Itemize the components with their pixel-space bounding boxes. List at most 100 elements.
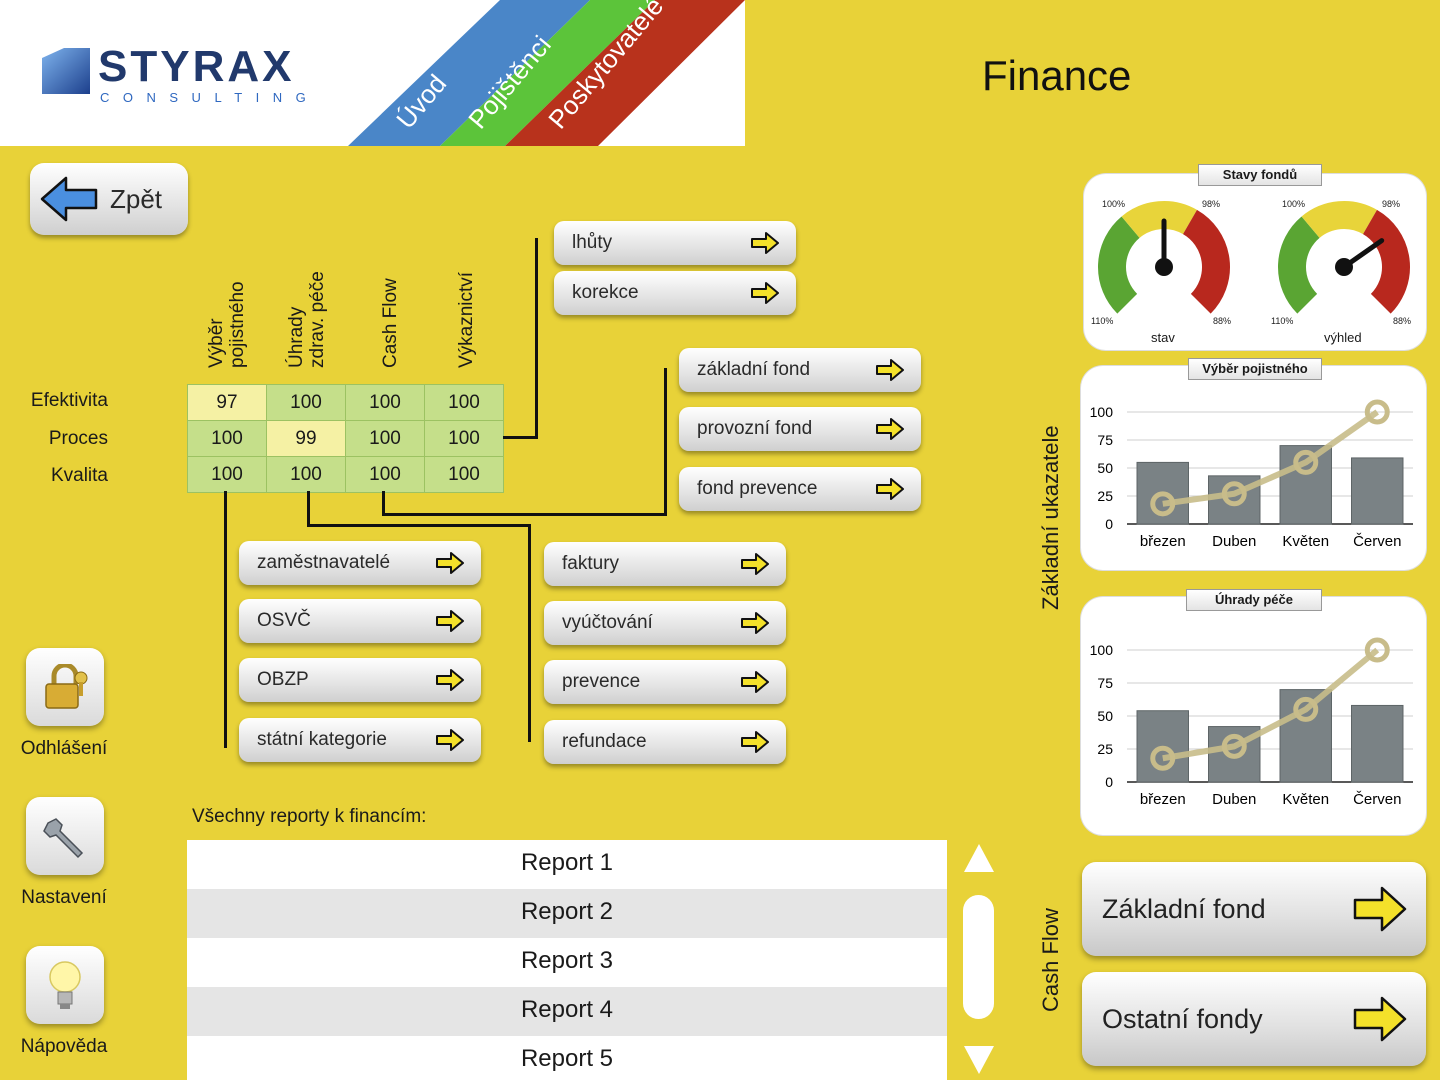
matrix-cell[interactable]: 100 xyxy=(345,456,425,493)
header-band: STYRAX CONSULTING Úvod Pojištěnci Poskyt… xyxy=(0,0,745,146)
korekce-label: korekce xyxy=(572,282,639,303)
matrix-cell[interactable]: 99 xyxy=(266,420,346,457)
provozni-fond-button[interactable]: provozní fond xyxy=(679,407,921,451)
provozni-fond-label: provozní fond xyxy=(697,418,813,439)
vyuctovani-button[interactable]: vyúčtování xyxy=(544,601,786,645)
bar xyxy=(1279,689,1332,783)
gauge-hub xyxy=(1335,258,1353,276)
logout-button[interactable] xyxy=(26,648,104,726)
logo-mark-icon xyxy=(42,48,90,94)
refundace-label: refundace xyxy=(562,731,647,752)
chart-title: Úhrady péče xyxy=(1186,589,1322,611)
arrow-right-icon xyxy=(436,552,464,574)
reports-list[interactable]: Report 1 Report 2 Report 3 Report 4 Repo… xyxy=(187,840,947,1080)
zamestnavatele-label: zaměstnavatelé xyxy=(257,552,391,573)
gauge-label: 110% xyxy=(1271,316,1294,326)
tab-poskytovatele-ribbon[interactable] xyxy=(505,0,745,146)
ostatni-fondy-button[interactable]: Ostatní fondy xyxy=(1082,972,1426,1066)
zakladni-fond-big-button[interactable]: Základní fond xyxy=(1082,862,1426,956)
gauge-label: 100% xyxy=(1102,199,1126,209)
line-point xyxy=(1150,491,1176,517)
row-head-kvalita: Kvalita xyxy=(50,465,108,486)
x-tick-label: Duben xyxy=(1212,791,1256,808)
gauge-label: 88% xyxy=(1393,316,1412,326)
matrix-cell[interactable]: 100 xyxy=(345,384,425,421)
connector-line xyxy=(382,491,385,516)
header: STYRAX CONSULTING Úvod Pojištěnci Poskyt… xyxy=(0,0,1440,146)
bar xyxy=(1279,445,1332,525)
refundace-button[interactable]: refundace xyxy=(544,720,786,764)
line-point xyxy=(1364,399,1390,425)
help-label[interactable]: Nápověda xyxy=(20,1036,108,1057)
list-item[interactable]: Report 5 xyxy=(187,1036,947,1080)
statni-kategorie-button[interactable]: státní kategorie xyxy=(239,718,481,762)
gauges-panel: Stavy fondů 100% 98% 110% 88% stav 100% … xyxy=(1084,164,1426,350)
tab-pojistenci-ribbon[interactable] xyxy=(440,0,655,146)
faktury-button[interactable]: faktury xyxy=(544,542,786,586)
zakladni-fond-button[interactable]: základní fond xyxy=(679,348,921,392)
matrix-cell[interactable]: 100 xyxy=(345,420,425,457)
settings-label[interactable]: Nastavení xyxy=(21,887,107,908)
series-line xyxy=(1162,409,1379,507)
arrow-right-icon xyxy=(876,418,904,440)
list-item[interactable]: Report 3 xyxy=(187,938,947,987)
page-title: Finance xyxy=(982,52,1132,99)
chart-title: Výběr pojistného xyxy=(1188,358,1322,380)
settings-button[interactable] xyxy=(26,797,104,875)
arrow-right-icon xyxy=(751,282,779,304)
arrow-right-icon xyxy=(876,359,904,381)
x-tick-label: Květen xyxy=(1282,533,1329,550)
matrix-cell[interactable]: 100 xyxy=(266,384,346,421)
scroll-up-icon[interactable] xyxy=(962,842,996,874)
tab-uvod-ribbon[interactable] xyxy=(348,0,590,146)
nav-ribbons xyxy=(348,0,745,146)
list-item[interactable]: Report 4 xyxy=(187,987,947,1036)
matrix-cell[interactable]: 100 xyxy=(424,384,504,421)
line-point xyxy=(1221,733,1247,759)
lightbulb-icon xyxy=(49,961,81,1009)
prevence-label: prevence xyxy=(562,671,641,692)
arrow-right-icon xyxy=(436,669,464,691)
gauge-hub xyxy=(1155,258,1173,276)
matrix-cell[interactable]: 100 xyxy=(424,420,504,457)
lhuty-label: lhůty xyxy=(572,232,613,253)
y-tick-label: 25 xyxy=(1097,488,1113,504)
matrix-cell[interactable]: 97 xyxy=(187,384,267,421)
connector-line xyxy=(382,513,667,516)
korekce-button[interactable]: korekce xyxy=(554,271,796,315)
scroll-down-icon[interactable] xyxy=(962,1044,996,1076)
x-tick-label: Duben xyxy=(1212,533,1256,550)
gauge-yellow-arc xyxy=(1121,201,1197,239)
lock-icon xyxy=(45,664,88,709)
gauge-label: 110% xyxy=(1091,316,1114,326)
y-tick-label: 0 xyxy=(1105,516,1113,532)
matrix-cell[interactable]: 100 xyxy=(187,420,267,457)
prevence-button[interactable]: prevence xyxy=(544,660,786,704)
zamestnavatele-button[interactable]: zaměstnavatelé xyxy=(239,541,481,585)
x-tick-label: Červen xyxy=(1353,791,1401,808)
help-button[interactable] xyxy=(26,946,104,1024)
lhuty-button[interactable]: lhůty xyxy=(554,221,796,265)
gauge-caption: výhled xyxy=(1324,330,1362,345)
list-item[interactable]: Report 2 xyxy=(187,889,947,938)
y-tick-label: 100 xyxy=(1090,404,1114,420)
matrix-cell[interactable]: 100 xyxy=(187,456,267,493)
logout-label[interactable]: Odhlášení xyxy=(20,738,108,759)
matrix-cell[interactable]: 100 xyxy=(266,456,346,493)
obzp-button[interactable]: OBZP xyxy=(239,658,481,702)
y-tick-label: 50 xyxy=(1097,708,1113,724)
back-button[interactable]: Zpět xyxy=(30,163,188,235)
osvc-button[interactable]: OSVČ xyxy=(239,599,481,643)
y-tick-label: 75 xyxy=(1097,432,1113,448)
connector-line xyxy=(503,436,538,439)
reports-heading: Všechny reporty k financím: xyxy=(192,806,427,827)
scrollbar-thumb[interactable] xyxy=(963,895,994,1019)
list-item[interactable]: Report 1 xyxy=(187,840,947,889)
line-point xyxy=(1364,637,1390,663)
fond-prevence-button[interactable]: fond prevence xyxy=(679,467,921,511)
arrow-right-icon xyxy=(751,232,779,254)
matrix-cell[interactable]: 100 xyxy=(424,456,504,493)
zakladni-fond-big-label: Základní fond xyxy=(1102,893,1266,924)
